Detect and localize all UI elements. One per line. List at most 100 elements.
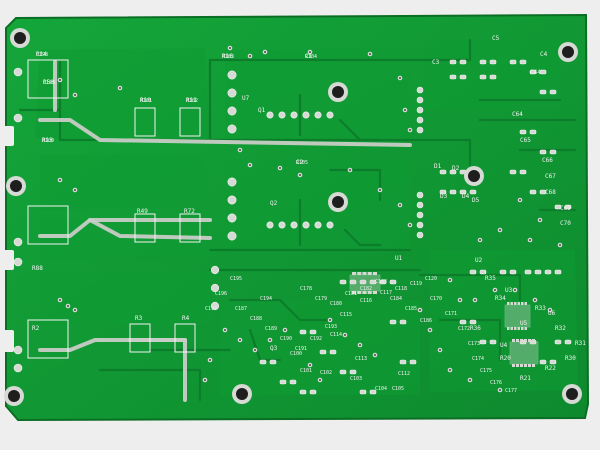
silkscreen-label: C184 <box>390 296 402 302</box>
silkscreen-label: R14 <box>36 51 47 58</box>
silkscreen-label: C3 <box>432 59 440 66</box>
silkscreen-label: C101 <box>300 368 312 374</box>
ic-pin <box>372 291 377 294</box>
smd-pad <box>389 319 397 325</box>
mounting-hole <box>562 46 574 58</box>
ic-pin <box>367 272 372 275</box>
through-hole-pad <box>290 221 298 229</box>
silkscreen-label: C185 <box>405 306 417 312</box>
silkscreen-label: C102 <box>320 370 332 376</box>
pour-region <box>40 272 212 326</box>
silkscreen-label: D3 <box>440 193 448 200</box>
smd-pad <box>519 169 527 175</box>
through-hole-pad <box>210 265 220 275</box>
pour-region <box>35 48 210 140</box>
ic-pin <box>528 364 531 367</box>
via-hole <box>239 149 241 151</box>
ic-pin <box>517 302 520 305</box>
silkscreen-label: C172 <box>458 326 470 332</box>
via-hole <box>459 299 461 301</box>
silkscreen-label: D1 <box>434 163 442 170</box>
silkscreen-label: C186 <box>420 318 432 324</box>
silkscreen-label: R50 <box>43 79 54 86</box>
ic-pin <box>516 364 519 367</box>
trace <box>438 318 502 362</box>
silkscreen-label: C194 <box>260 296 272 302</box>
smd-pad <box>544 269 552 275</box>
silkscreen-label: C4 <box>540 51 548 58</box>
via-hole <box>474 299 476 301</box>
through-hole-pad <box>227 124 237 134</box>
via-hole <box>559 244 561 246</box>
trace <box>343 228 382 247</box>
via-hole <box>279 167 281 169</box>
smd-pad <box>339 369 347 375</box>
connector-pad <box>13 113 23 123</box>
pour-region <box>225 160 410 250</box>
smd-pad <box>459 59 467 65</box>
ic-pin <box>357 272 362 275</box>
ic-pin <box>510 302 513 305</box>
trace <box>418 138 472 167</box>
silkscreen-label: U3 <box>505 287 513 294</box>
silkscreen-label: C70 <box>560 220 571 227</box>
smd-pad <box>554 339 562 345</box>
ic-pin <box>514 327 517 330</box>
smd-pad <box>479 269 487 275</box>
silkscreen-label: C103 <box>350 376 362 382</box>
smd-pad <box>409 359 417 365</box>
smd-pad <box>554 204 562 210</box>
silkscreen-label: R16 <box>222 53 233 60</box>
smd-pad <box>389 279 397 285</box>
silkscreen-label: C190 <box>280 336 292 342</box>
pour-region <box>40 155 210 210</box>
via-hole <box>229 47 231 49</box>
smd-pad <box>299 329 307 335</box>
silkscreen-label: R49 <box>137 208 148 215</box>
connector-pad <box>13 345 23 355</box>
silkscreen-label: R88 <box>32 265 43 272</box>
trace <box>208 58 412 142</box>
smd-pad <box>529 69 537 75</box>
smd-pad <box>489 59 497 65</box>
ic-pin <box>521 327 524 330</box>
smd-pad <box>489 74 497 80</box>
silkscreen-label: U4 <box>500 342 508 349</box>
through-hole-pad <box>210 301 220 311</box>
silkscreen-label: Q1 <box>258 107 266 114</box>
via-hole <box>369 53 371 55</box>
silkscreen-label: C117 <box>380 290 392 296</box>
trace <box>418 273 522 302</box>
silkscreen-label: C180 <box>330 301 342 307</box>
exposed-copper-trace <box>38 218 212 238</box>
silkscreen-label: R35 <box>485 275 496 282</box>
via-hole <box>349 169 351 171</box>
silkscreen-label: R105 <box>296 160 308 166</box>
silkscreen-label: C189 <box>265 326 277 332</box>
silkscreen-label: C119 <box>410 281 422 287</box>
silkscreen-label: D2 <box>452 165 460 172</box>
smd-pad <box>439 189 447 195</box>
smd-pad <box>399 359 407 365</box>
silkscreen-label: C44 <box>530 69 541 76</box>
through-hole-pad <box>326 111 334 119</box>
silkscreen-label: R103 <box>222 54 234 60</box>
traces <box>18 38 577 402</box>
through-hole-pad <box>227 177 237 187</box>
via-hole <box>74 189 76 191</box>
smd-pad <box>509 269 517 275</box>
via-hole <box>449 279 451 281</box>
through-hole-pad <box>416 211 424 219</box>
through-hole-pad <box>302 111 310 119</box>
silkscreen-label: R104 <box>305 54 317 60</box>
via-hole <box>519 199 521 201</box>
via-hole <box>74 94 76 96</box>
smd-pad <box>539 359 547 365</box>
through-hole-pad <box>227 88 237 98</box>
through-hole-pad <box>278 111 286 119</box>
through-hole-pad <box>314 111 322 119</box>
ic-pin <box>510 327 513 330</box>
via-hole <box>299 174 301 176</box>
smd-pad <box>459 189 467 195</box>
ic-pin <box>362 272 367 275</box>
